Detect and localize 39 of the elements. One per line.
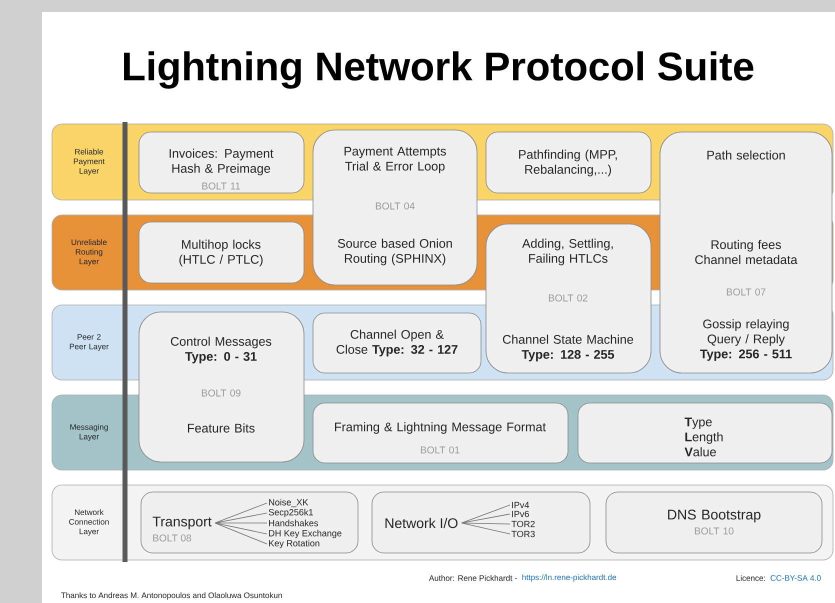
fan-line [214, 512, 268, 524]
link-text: CC-BY-SA 4.0 [770, 575, 821, 581]
protocol-box: Type Length Value [578, 402, 832, 464]
protocol-box [140, 492, 358, 554]
protocol-box: Path selection Routing fees Channel metadata BOLT 07 Gossip relaying Query / Reply Type: 256 - 511 [660, 132, 832, 374]
fan-line [461, 514, 510, 524]
feature-label: TOR2 [512, 520, 535, 528]
footer-note: Licence: [736, 575, 765, 581]
protocol-box [372, 492, 590, 554]
title: Lightning Network Protocol Suite [124, 51, 754, 89]
protocol-box: Channel Open & Close Type: 32 - 127 [312, 312, 482, 374]
fan-line [461, 522, 510, 534]
protocol-box: Framing & Lightning Message Format BOLT 01 [312, 402, 568, 464]
feature-label: Key Rotation [269, 540, 320, 548]
feature-label: Handshakes [269, 520, 318, 526]
protocol-box: Adding, Settling, Failing HTLCs BOLT 02 Channel State Machine Type: 128 - 255 [486, 224, 652, 374]
protocol-box: DNS Bootstrap BOLT 10 [606, 492, 822, 554]
feature-label: Secp256k1 [268, 508, 313, 518]
protocol-box: Payment Attempts Trial & Error Loop BOLT 04 Source based Onion Routing (SPHINX) [312, 130, 478, 286]
fan-line [214, 522, 268, 544]
feature-label: TOR3 [512, 530, 535, 538]
protocol-label: Transport BOLT 08 [152, 516, 212, 542]
feature-label: IPv6 [512, 510, 529, 518]
protocol-box: Multihop locks (HTLC / PTLC) [138, 222, 304, 284]
fan-line [214, 502, 268, 524]
feature-label: DH Key Exchange [269, 530, 342, 538]
footer-note: Author: Rene Pickhardt - [428, 575, 517, 581]
fan-line [461, 522, 510, 524]
feature-label: IPv4 [512, 502, 530, 508]
fan-line [214, 522, 268, 534]
footer-note: Thanks to Andreas M. Antonopoulos and Olaoluwa Osuntokun [61, 592, 282, 600]
fan-line [461, 504, 510, 524]
fan-line [214, 522, 268, 524]
protocol-box: Pathfinding (MPP, Rebalancing,...) [486, 132, 652, 194]
protocol-box: Control Messages Type: 0 - 31 BOLT 09 Feature Bits [138, 312, 304, 462]
feature-label: Noise_XK [269, 498, 308, 508]
protocol-label: Network I/O [386, 518, 458, 528]
link-text: https://ln.rene-pickhardt.de [522, 574, 616, 582]
protocol-box: Invoices: Payment Hash & Preimage BOLT 11 [138, 132, 304, 194]
